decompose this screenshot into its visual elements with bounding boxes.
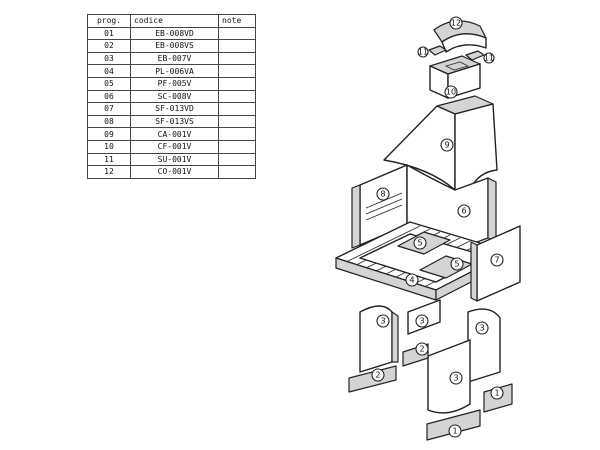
callout-3-front: 3 — [449, 371, 463, 385]
callout-11-right: 11 — [483, 52, 495, 64]
svg-text:10: 10 — [446, 88, 456, 97]
callout-3-left: 3 — [376, 314, 390, 328]
part-9-hood — [383, 95, 498, 191]
part-12-cap — [433, 20, 487, 53]
svg-text:1: 1 — [452, 427, 457, 436]
svg-text:8: 8 — [380, 190, 385, 199]
cell-note — [218, 165, 256, 179]
callout-7: 7 — [490, 253, 504, 267]
callout-6: 6 — [457, 204, 471, 218]
callout-1-right: 1 — [490, 386, 504, 400]
callout-4: 4 — [405, 273, 419, 287]
svg-text:7: 7 — [494, 256, 499, 265]
callout-3-right: 3 — [475, 321, 489, 335]
svg-text:11: 11 — [418, 48, 428, 57]
callout-12: 12 — [449, 16, 463, 30]
callout-1-bottom: 1 — [448, 424, 462, 438]
svg-text:12: 12 — [451, 19, 461, 28]
svg-text:3: 3 — [380, 317, 385, 326]
cell-prog: 12 — [87, 165, 131, 179]
svg-text:2: 2 — [375, 371, 380, 380]
part-3-base-walls — [359, 299, 501, 414]
svg-text:3: 3 — [453, 374, 458, 383]
svg-text:9: 9 — [444, 141, 449, 150]
svg-text:1: 1 — [494, 389, 499, 398]
svg-text:4: 4 — [409, 276, 414, 285]
svg-text:3: 3 — [419, 317, 424, 326]
callout-9: 9 — [440, 138, 454, 152]
callout-5-upper: 5 — [413, 236, 427, 250]
svg-text:6: 6 — [461, 207, 466, 216]
svg-text:11: 11 — [484, 54, 494, 63]
callout-8: 8 — [376, 187, 390, 201]
callout-5-lower: 5 — [450, 257, 464, 271]
svg-text:2: 2 — [419, 345, 424, 354]
svg-text:5: 5 — [417, 239, 422, 248]
part-11-spacers — [428, 45, 485, 61]
svg-text:3: 3 — [479, 324, 484, 333]
callout-2-upper: 2 — [415, 342, 429, 356]
table-header-row: prog. codice note — [87, 14, 256, 28]
callout-3-mid: 3 — [415, 314, 429, 328]
callout-10: 10 — [444, 85, 458, 99]
part-8-left-wall — [351, 164, 408, 249]
svg-text:5: 5 — [454, 260, 459, 269]
callout-2-lower: 2 — [371, 368, 385, 382]
callout-11-left: 11 — [417, 46, 429, 58]
